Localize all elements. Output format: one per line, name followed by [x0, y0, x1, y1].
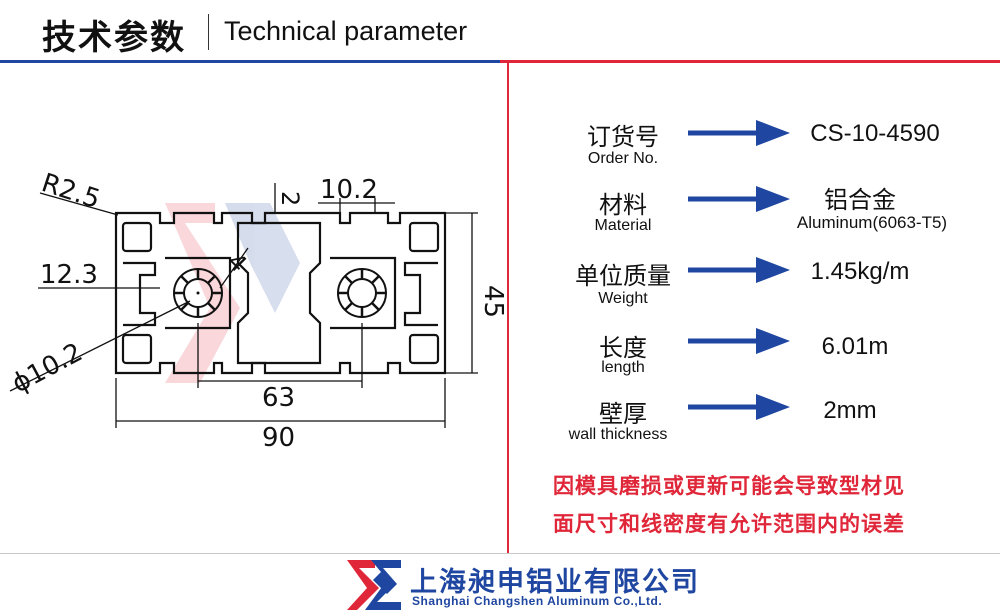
spec-value: 6.01m: [821, 333, 889, 360]
spec-label-en: length: [601, 359, 645, 376]
dim-bore: ϕ10.2: [7, 337, 87, 399]
spec-label-cn: 长度: [599, 334, 647, 362]
company-name-en: Shanghai Changshen Aluminum Co.,Ltd.: [412, 594, 663, 608]
spec-value: 2mm: [823, 397, 877, 424]
note-line-2: 面尺寸和线密度有允许范围内的误差: [553, 512, 905, 536]
company-name-cn: 上海昶申铝业有限公司: [410, 567, 700, 598]
dim-total-w: 90: [262, 423, 295, 453]
header: 技术参数 Technical parameter: [0, 0, 1000, 62]
profile-drawing: R2.5 10.2 2 4 12.3 ϕ10.2 45 63 90: [0, 63, 508, 553]
dim-slot: 10.2: [320, 175, 378, 205]
note-line-1: 因模具磨损或更新可能会导致型材见: [553, 474, 905, 498]
divider-vertical: [507, 63, 509, 553]
arrow-right-icon: [688, 328, 790, 354]
watermark-logo: [165, 203, 300, 383]
spec-value: 1.45kg/m: [810, 258, 910, 285]
spec-label-en: Weight: [598, 290, 648, 307]
arrow-right-icon: [688, 186, 790, 212]
spec-value: CS-10-4590: [810, 120, 940, 147]
spec-label-cn: 材料: [599, 191, 647, 219]
title-en: Technical parameter: [224, 16, 468, 46]
spec-label-en: Material: [594, 217, 652, 234]
spec-label-en: Order No.: [587, 150, 659, 167]
arrow-right-icon: [688, 120, 790, 146]
header-rule-red: [500, 60, 1000, 63]
arrow-right-icon: [688, 257, 790, 283]
spec-label-en: wall thickness: [568, 426, 668, 443]
dim-top-small: 2: [276, 191, 304, 206]
spec-value-sub: Aluminum(6063-T5): [796, 213, 948, 232]
arrow-right-icon: [688, 394, 790, 420]
profile-drawing-svg: R2.5 10.2 2 4 12.3 ϕ10.2 45 63 90: [7, 168, 508, 453]
header-rule-blue: [0, 60, 500, 63]
dim-radius: R2.5: [38, 168, 104, 215]
title-separator: [208, 14, 209, 50]
company-logo: [347, 560, 401, 610]
dimension-lines: [9, 183, 478, 428]
title-cn: 技术参数: [42, 18, 186, 58]
bore-teeth: [174, 269, 386, 317]
dim-left-h: 12.3: [40, 260, 98, 290]
dim-inner-w: 63: [262, 383, 295, 413]
spec-label-cn: 壁厚: [599, 400, 647, 428]
dim-height: 45: [478, 285, 507, 318]
spec-value: 铝合金: [824, 186, 896, 214]
footer-rule: [0, 553, 1000, 554]
spec-label-cn: 订货号: [587, 123, 659, 151]
spec-label-cn: 单位质量: [575, 262, 671, 290]
